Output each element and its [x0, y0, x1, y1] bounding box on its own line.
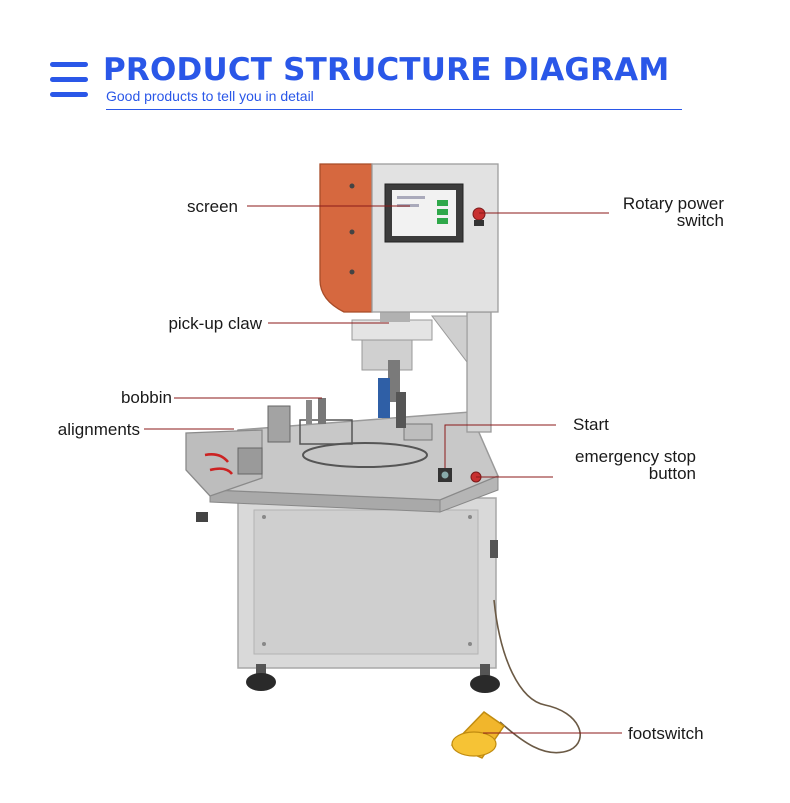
bobbin-assembly — [299, 398, 433, 468]
menu-icon — [50, 62, 88, 97]
touch-screen — [384, 183, 464, 243]
leader-lines — [144, 205, 622, 734]
cabinet-base — [237, 497, 498, 669]
header-divider — [106, 109, 682, 110]
leveling-feet — [246, 664, 500, 693]
alignment-tray — [185, 405, 291, 522]
label-rotary-power-line2: switch — [676, 211, 724, 230]
label-emergency-line1: emergency stop — [575, 447, 696, 466]
footswitch-cable — [493, 599, 581, 754]
leader-start — [444, 424, 556, 468]
footswitch-pedal — [450, 711, 506, 759]
support-column — [430, 311, 492, 433]
label-bobbin: bobbin — [120, 388, 172, 407]
label-rotary-power-line1: Rotary power — [622, 194, 724, 213]
label-alignments: alignments — [57, 420, 140, 439]
label-emergency-line2: button — [648, 464, 696, 483]
label-screen: screen — [186, 197, 238, 216]
page-title: PRODUCT STRUCTURE DIAGRAM — [103, 52, 670, 88]
rotary-power-switch-knob — [472, 207, 486, 226]
page-subtitle: Good products to tell you in detail — [106, 88, 314, 104]
label-footswitch: footswitch — [628, 724, 704, 743]
label-start: Start — [573, 415, 609, 434]
label-pickup-claw: pick-up claw — [168, 314, 262, 333]
pickup-claw-assembly — [351, 312, 433, 428]
